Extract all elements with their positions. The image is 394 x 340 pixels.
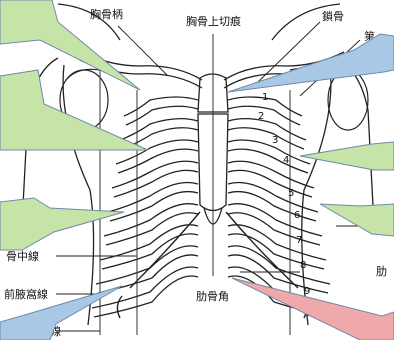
rib-number: 6 bbox=[294, 210, 300, 221]
label-jugular-notch: 胸骨上切痕 bbox=[186, 14, 241, 28]
left-rib-lower-edge bbox=[98, 255, 198, 293]
label-costal-angle: 肋骨角 bbox=[196, 289, 229, 303]
rib-number: 5 bbox=[288, 188, 294, 199]
right-rib-lower-edge bbox=[228, 128, 304, 149]
rib-number: 7 bbox=[296, 235, 302, 246]
right-humeral-head bbox=[328, 70, 368, 130]
right-rib bbox=[228, 140, 310, 164]
rib-numbers: 12345678910 bbox=[258, 92, 319, 319]
leader-manubrium bbox=[118, 26, 168, 76]
rib-number: 2 bbox=[258, 111, 264, 122]
text-labels: 胸骨柄 胸骨上切痕 鎖骨 第 骨中線 前腋窩線 線 肋骨角 肋 肋 bbox=[4, 7, 387, 338]
right-rib bbox=[228, 246, 330, 284]
label-clavicle: 鎖骨 bbox=[322, 9, 344, 23]
label-right-partial-2: 肋 bbox=[376, 264, 387, 278]
left-rib bbox=[108, 183, 198, 213]
callout-red-bottom-right bbox=[232, 278, 394, 340]
rib-number: 1 bbox=[262, 92, 268, 103]
right-rib bbox=[228, 161, 314, 188]
label-manubrium: 胸骨柄 bbox=[90, 7, 123, 21]
callout-green-lower-left bbox=[0, 198, 124, 250]
label-anterior-axillary-line: 前腋窩線 bbox=[4, 287, 48, 301]
right-rib-lower-edge bbox=[228, 255, 328, 293]
left-rib-lower-edge bbox=[94, 276, 198, 317]
right-rib bbox=[228, 183, 318, 213]
left-rib bbox=[96, 246, 198, 284]
left-rib bbox=[112, 161, 198, 188]
rib-number: 4 bbox=[283, 155, 289, 166]
left-lower-rib-tip bbox=[117, 296, 122, 318]
rib-number: 9 bbox=[304, 286, 310, 297]
left-rib-lower-edge bbox=[102, 234, 198, 269]
rib-number: 3 bbox=[272, 135, 278, 146]
rib-number: 8 bbox=[300, 260, 306, 271]
label-midclavicular-line: 骨中線 bbox=[6, 249, 39, 263]
right-rib-lower-edge bbox=[228, 234, 324, 269]
callout-green-lower-right bbox=[320, 204, 394, 236]
